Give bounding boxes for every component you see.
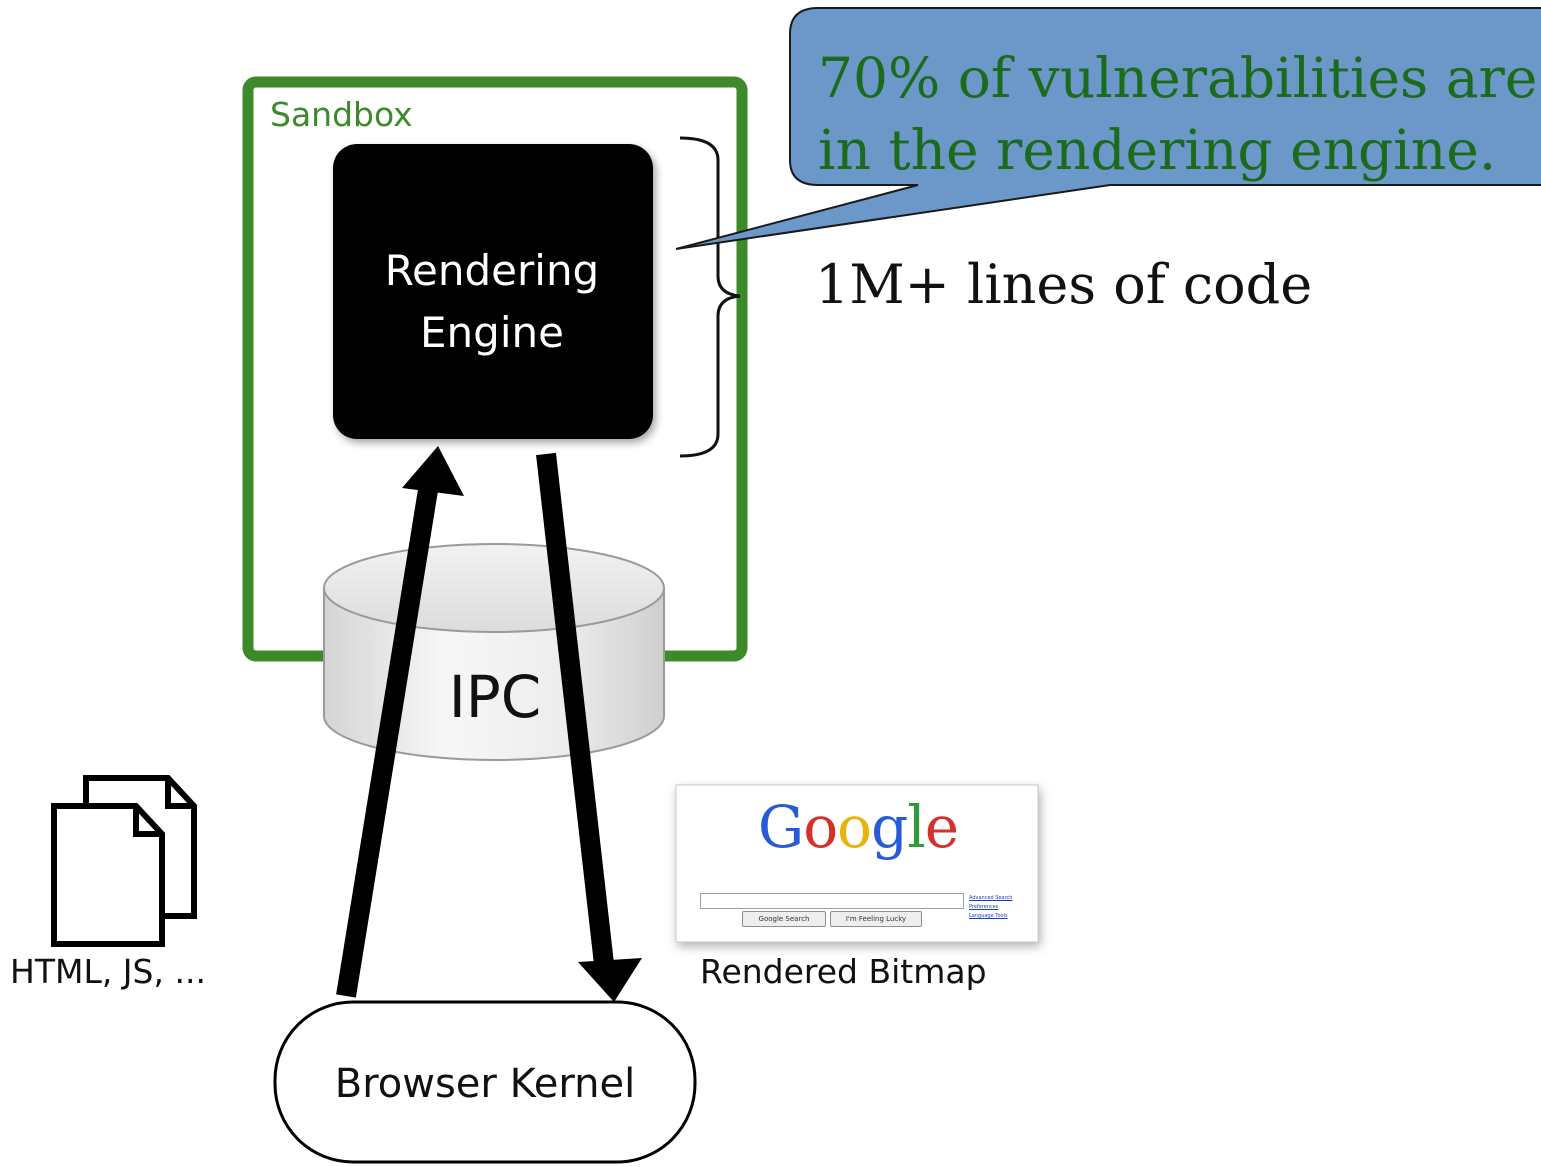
callout-text: 70% of vulnerabilities are in the render…	[818, 42, 1538, 186]
callout-line1: 70% of vulnerabilities are	[818, 46, 1538, 110]
feeling-lucky-button: I'm Feeling Lucky	[830, 911, 922, 927]
google-logo-letter: G	[757, 793, 804, 861]
documents-label: HTML, JS, ...	[10, 952, 206, 991]
google-logo-letter: g	[871, 793, 908, 861]
documents-icon	[51, 775, 197, 947]
google-logo-letter: l	[907, 793, 926, 861]
advanced-search-link: Advanced Search	[969, 895, 1013, 901]
google-logo: Google	[680, 798, 1036, 856]
rendering-engine-line2: Engine	[420, 308, 564, 357]
rendering-engine-label: Rendering Engine	[333, 240, 651, 364]
sandbox-label: Sandbox	[270, 95, 413, 134]
rendering-engine-line1: Rendering	[384, 246, 600, 295]
language-tools-link: Language Tools	[969, 913, 1008, 919]
callout-line2: in the rendering engine.	[818, 118, 1497, 182]
request-arrow	[336, 446, 464, 998]
preferences-link: Preferences	[969, 904, 999, 910]
ipc-cylinder-top	[323, 543, 665, 633]
response-arrow	[536, 452, 642, 1002]
google-logo-letter: o	[837, 793, 872, 861]
browser-kernel-shape	[273, 1000, 697, 1164]
rendered-bitmap-label: Rendered Bitmap	[700, 952, 987, 991]
rendering-engine-box	[333, 144, 653, 439]
ipc-label: IPC	[448, 663, 542, 731]
google-logo-letter: e	[924, 793, 959, 861]
browser-kernel-label: Browser Kernel	[334, 1061, 636, 1107]
google-search-box	[700, 893, 964, 909]
google-search-button: Google Search	[742, 911, 826, 927]
google-logo-letter: o	[803, 793, 838, 861]
callout-bubble	[675, 7, 1541, 250]
code-size-brace	[679, 136, 741, 458]
lines-of-code-label: 1M+ lines of code	[815, 253, 1313, 316]
